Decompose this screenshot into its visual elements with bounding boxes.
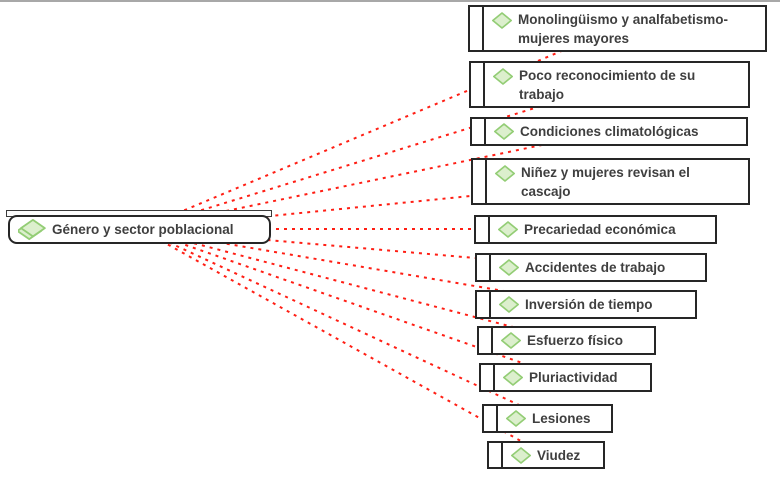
node-ninez-mujeres[interactable]: Niñez y mujeres revisan el cascajo <box>471 158 750 205</box>
central-node-label: Género y sector poblacional <box>52 222 234 237</box>
double-diamond-icon <box>18 218 46 240</box>
diamond-icon <box>503 369 523 386</box>
node-poco-reconocimiento[interactable]: Poco reconocimiento de su trabajo <box>469 61 750 108</box>
node-left-strip <box>472 119 486 144</box>
node-left-strip <box>477 292 491 317</box>
diamond-icon <box>493 68 513 85</box>
node-precariedad-economica[interactable]: Precariedad económica <box>474 215 717 244</box>
diamond-icon <box>506 410 526 427</box>
node-left-strip <box>476 217 490 242</box>
node-viudez[interactable]: Viudez <box>487 441 605 469</box>
node-label: Lesiones <box>532 411 591 426</box>
diamond-icon <box>498 221 518 238</box>
node-left-strip <box>481 365 495 390</box>
diamond-icon <box>499 296 519 313</box>
node-left-strip <box>470 7 484 50</box>
node-label: Monolingüismo y analfabetismo-mujeres ma… <box>518 12 729 46</box>
node-left-strip <box>473 160 487 203</box>
node-label: Accidentes de trabajo <box>525 260 666 275</box>
central-node[interactable]: Género y sector poblacional <box>8 215 271 244</box>
node-label: Poco reconocimiento de su trabajo <box>519 68 696 102</box>
diamond-icon <box>492 12 512 29</box>
node-inversion-tiempo[interactable]: Inversión de tiempo <box>475 290 697 319</box>
connector-line <box>139 27 617 230</box>
node-label: Niñez y mujeres revisan el cascajo <box>521 165 690 199</box>
node-left-strip <box>479 328 493 353</box>
node-lesiones[interactable]: Lesiones <box>482 404 613 433</box>
node-esfuerzo-fisico[interactable]: Esfuerzo físico <box>477 326 656 355</box>
node-accidentes-trabajo[interactable]: Accidentes de trabajo <box>475 253 707 282</box>
connector-line <box>139 228 548 419</box>
node-label: Esfuerzo físico <box>527 333 624 348</box>
node-left-strip <box>484 406 498 431</box>
node-label: Pluriactividad <box>529 370 618 385</box>
node-label: Condiciones climatológicas <box>520 124 699 139</box>
diamond-icon <box>501 332 521 349</box>
connector-line <box>139 228 566 379</box>
node-label: Inversión de tiempo <box>525 297 653 312</box>
connector-line <box>139 84 611 230</box>
diamond-icon <box>511 446 531 464</box>
node-label: Viudez <box>537 447 581 463</box>
screen-top-edge <box>0 0 780 2</box>
node-condiciones-climatologicas[interactable]: Condiciones climatológicas <box>470 117 748 146</box>
connector-line <box>139 228 547 456</box>
node-left-strip <box>489 443 503 467</box>
node-monolinguismo[interactable]: Monolingüismo y analfabetismo-mujeres ma… <box>468 5 767 52</box>
diamond-icon <box>494 123 514 140</box>
node-left-strip <box>477 255 491 280</box>
diamond-icon <box>499 259 519 276</box>
node-pluriactividad[interactable]: Pluriactividad <box>479 363 652 392</box>
diamond-icon <box>495 165 515 182</box>
node-left-strip <box>471 63 485 106</box>
connector-line <box>139 228 567 342</box>
node-label: Precariedad económica <box>524 222 676 237</box>
